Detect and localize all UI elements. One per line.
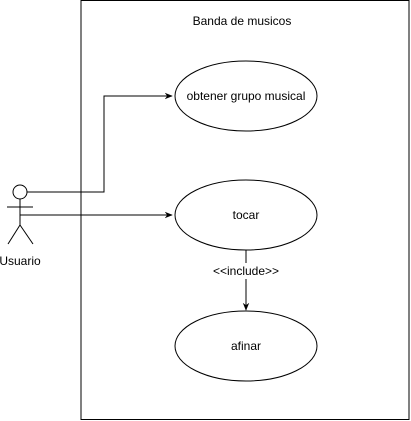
system-boundary-label: Banda de musicos	[193, 14, 292, 28]
actor-right-leg	[19, 224, 34, 245]
association-obtener	[27, 92, 173, 193]
actor-usuario[interactable]: Usuario	[0, 184, 41, 268]
use-case-obtener-label: obtener grupo musical	[187, 89, 306, 103]
use-case-tocar[interactable]: tocar	[174, 179, 318, 251]
actor-label: Usuario	[0, 254, 41, 268]
use-case-tocar-label: tocar	[233, 208, 260, 222]
use-case-afinar-label: afinar	[231, 339, 261, 353]
use-case-afinar[interactable]: afinar	[174, 310, 318, 382]
include-label-bg	[212, 263, 280, 279]
include-label: <<include>>	[213, 264, 279, 278]
use-case-obtener-grupo-musical[interactable]: obtener grupo musical	[174, 60, 318, 132]
include-relationship: <<include>>	[212, 250, 280, 311]
actor-left-leg	[7, 224, 21, 245]
actor-head	[12, 184, 28, 200]
